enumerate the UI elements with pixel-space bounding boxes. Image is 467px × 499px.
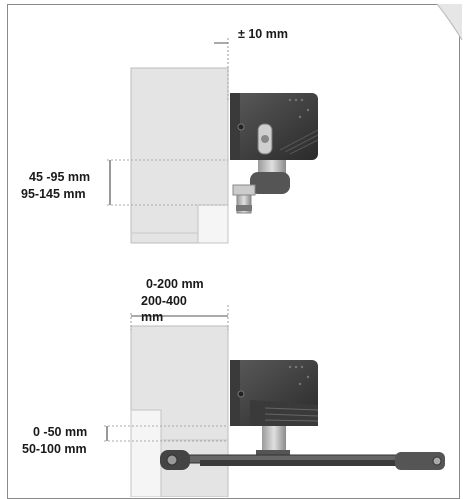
gate-arm bbox=[160, 450, 445, 470]
height-range-label-4: 50-100 mm bbox=[22, 442, 87, 456]
range-label-2-unit: mm bbox=[141, 310, 164, 324]
motor-unit bbox=[230, 93, 319, 214]
motor-unit bbox=[230, 360, 319, 460]
tolerance-label: ± 10 mm bbox=[238, 27, 288, 41]
gate-leaf bbox=[130, 409, 162, 497]
range-label-2: 200-400 bbox=[141, 294, 187, 308]
page-corner-graphic bbox=[436, 3, 463, 41]
bottom-installation-view bbox=[104, 305, 445, 497]
range-label-1: 0-200 mm bbox=[146, 277, 204, 291]
top-installation-view bbox=[107, 38, 319, 244]
height-range-label-2: 95-145 mm bbox=[21, 187, 86, 201]
gate-leaf bbox=[197, 204, 229, 244]
height-range-label-3: 0 -50 mm bbox=[33, 425, 88, 439]
height-range-label-1: 45 -95 mm bbox=[29, 170, 91, 184]
